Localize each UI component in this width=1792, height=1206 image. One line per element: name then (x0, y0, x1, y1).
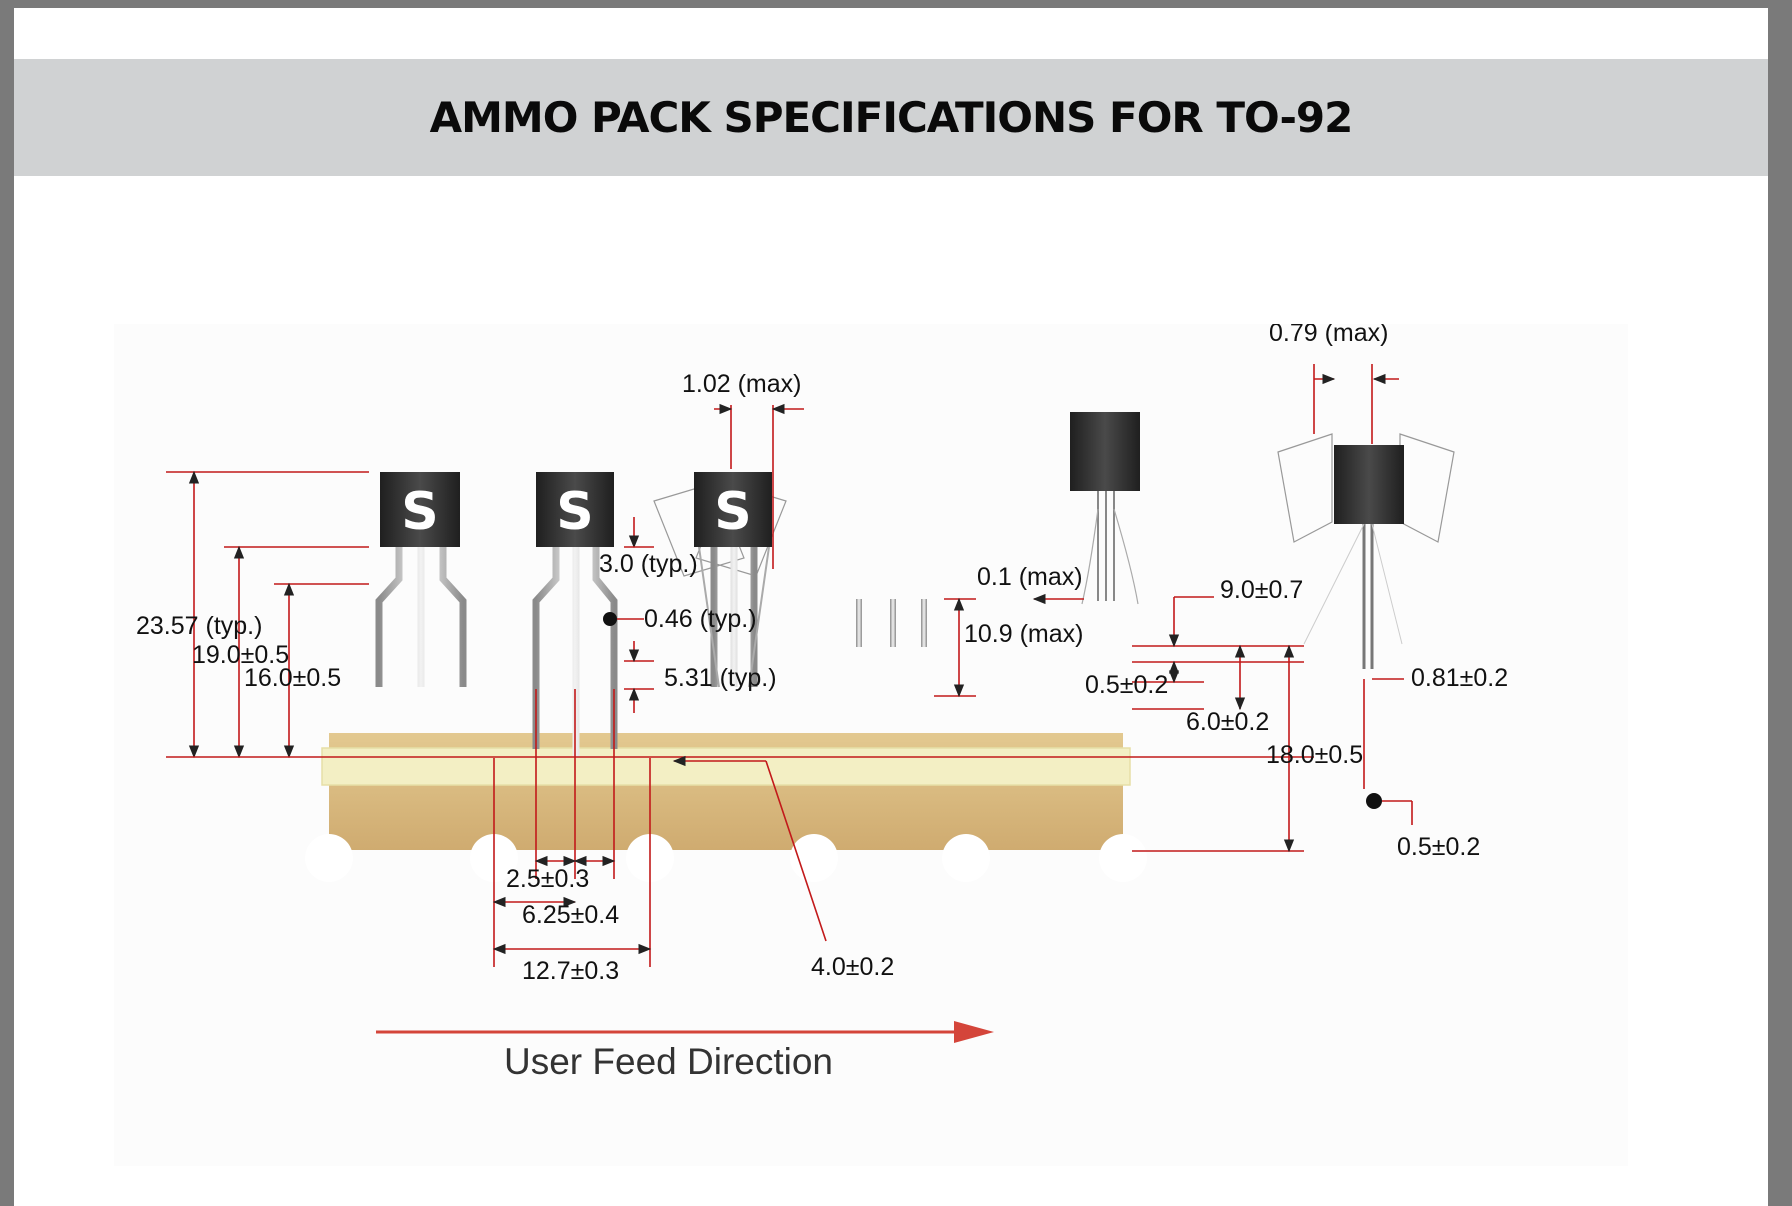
component-3: S (653, 472, 787, 688)
cut-leads (856, 599, 927, 647)
ammo-pack-diagram: S S S (136, 324, 1508, 1082)
dim-531-typ: 5.31 (typ.) (664, 664, 777, 692)
adhesive-strip (321, 747, 1131, 786)
dimension-lines (166, 364, 1413, 967)
component-2: S (532, 472, 618, 757)
feed-direction-label: User Feed Direction (504, 1041, 833, 1082)
feed-direction-arrow-icon (954, 1021, 994, 1043)
dim-102-max: 1.02 (max) (682, 370, 801, 398)
dim-05-lead: 0.5±0.2 (1397, 833, 1480, 861)
dim-90: 9.0±0.7 (1220, 576, 1303, 604)
dim-180: 18.0±0.5 (1266, 741, 1363, 769)
component-logo-icon: S (714, 482, 751, 542)
title-band: AMMO PACK SPECIFICATIONS FOR TO-92 (14, 59, 1768, 176)
dim-01-max: 0.1 (max) (977, 563, 1083, 591)
dim-625: 6.25±0.4 (522, 901, 619, 929)
document-page: AMMO PACK SPECIFICATIONS FOR TO-92 (14, 8, 1768, 1206)
dim-160: 16.0±0.5 (244, 664, 341, 692)
side-view-component (1070, 412, 1140, 605)
diagram-area: S S S (114, 324, 1628, 1166)
feed-direction: User Feed Direction (376, 1021, 994, 1082)
dim-081: 0.81±0.2 (1411, 664, 1508, 692)
dim-127: 12.7±0.3 (522, 957, 619, 985)
dim-40: 4.0±0.2 (811, 953, 894, 981)
lead-end-marker (1366, 793, 1382, 809)
sprocket-holes (305, 834, 1147, 882)
lead-width-marker (603, 612, 617, 626)
dim-30-typ: 3.0 (typ.) (599, 550, 698, 578)
dim-05-tape: 0.5±0.2 (1085, 671, 1168, 699)
dim-190: 19.0±0.5 (192, 641, 289, 669)
dim-109-max: 10.9 (max) (964, 620, 1083, 648)
dim-25: 2.5±0.3 (506, 865, 589, 893)
component-logo-icon: S (401, 482, 438, 542)
page-title: AMMO PACK SPECIFICATIONS FOR TO-92 (429, 93, 1354, 142)
dim-2357-typ: 23.57 (typ.) (136, 612, 262, 640)
component-1: S (375, 472, 467, 687)
carrier-tape (305, 733, 1147, 882)
dim-046-typ: 0.46 (typ.) (644, 605, 757, 633)
side-view-tilt (1277, 433, 1455, 669)
dimension-labels: 0.79 (max) 1.02 (max) 23.57 (typ.) 19.0±… (136, 324, 1508, 985)
component-logo-icon: S (556, 482, 593, 542)
dim-60: 6.0±0.2 (1186, 708, 1269, 736)
dim-079-max: 0.79 (max) (1269, 324, 1388, 347)
